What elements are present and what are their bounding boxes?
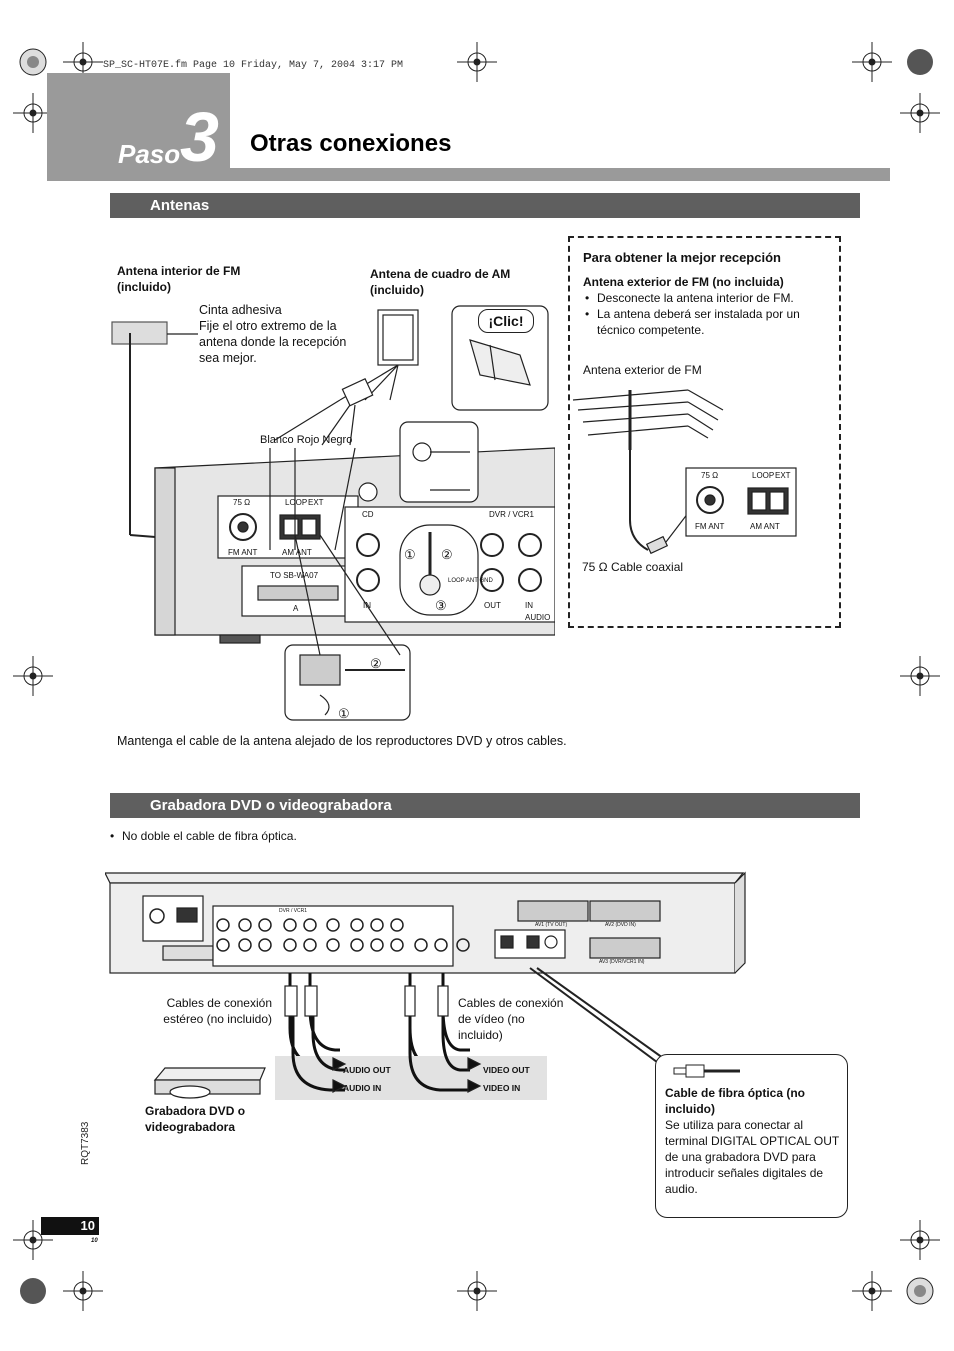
crosshair-mark xyxy=(457,42,497,82)
video-cables-label: Cables de conexión de vídeo (no incluido… xyxy=(458,996,564,1042)
step-circle-2: ② xyxy=(441,547,453,562)
best-reception-box xyxy=(568,236,841,628)
mini-fm-jack xyxy=(696,486,724,514)
audio-out-label: AUDIO OUT xyxy=(343,1065,392,1075)
header-rule xyxy=(230,168,890,181)
wire-strip-inset xyxy=(399,421,479,503)
print-header: SP_SC-HT07E.fm Page 10 Friday, May 7, 20… xyxy=(103,60,404,71)
fiber-optic-callout xyxy=(655,1054,848,1218)
fiber-plug-icon xyxy=(673,1064,740,1078)
fiber-cable-title: Cable de fibra óptica (no incluido) xyxy=(665,1086,806,1116)
ext-label: EXT xyxy=(308,498,324,507)
dvr-vcr1-label: DVR / VCR1 xyxy=(489,510,534,519)
best-reception-list: Desconecte la antena interior de FM. La … xyxy=(583,290,833,338)
to-sb-label: TO SB-WA07 xyxy=(270,571,319,580)
loop-ant-gnd-label: LOOP ANT GND xyxy=(448,578,493,584)
fiber-cable-description: Se utiliza para conectar al terminal DIG… xyxy=(665,1118,840,1196)
am-loop-antenna-label: Antena de cuadro de AM (incluido) xyxy=(370,267,511,297)
tape-label: Cinta adhesiva xyxy=(199,303,282,317)
fm-ant-label: FM ANT xyxy=(228,548,257,557)
cd-label: CD xyxy=(362,510,374,519)
am-loop-clip xyxy=(341,377,374,407)
gnd-screw xyxy=(358,482,378,502)
page-number: 10 xyxy=(41,1217,99,1235)
video-in-label: VIDEO IN xyxy=(483,1083,520,1093)
tape-note: Fije el otro extremo de la antena donde … xyxy=(199,319,347,365)
coax-cable-label: 75 Ω Cable coaxial xyxy=(582,560,684,574)
list-item: La antena deberá ser instalada por un té… xyxy=(583,306,833,338)
crosshair-mark xyxy=(13,93,53,133)
small-page-number: 10 xyxy=(91,1238,98,1244)
crosshair-mark xyxy=(457,1271,497,1311)
in-label-2: IN xyxy=(525,601,533,610)
rca-jacks xyxy=(356,533,542,592)
rear-dvr-vcr1-label: DVR / VCR1 xyxy=(279,908,307,914)
wire-colors-label: Blanco Rojo Negro xyxy=(260,434,353,446)
crosshair-mark xyxy=(900,93,940,133)
outdoor-antenna-label: Antena exterior de FM xyxy=(583,363,702,377)
lever-inset xyxy=(399,524,479,616)
mini-ext-label: EXT xyxy=(775,471,791,480)
loop-label: LOOP xyxy=(285,498,307,507)
scart-av3 xyxy=(589,937,661,959)
a-label: A xyxy=(293,604,299,613)
outdoor-antenna-diagram: 75 Ω LOOP EXT FM ANT AM ANT xyxy=(572,389,797,555)
stereo-cables-label: Cables de conexión estéreo (no incluido) xyxy=(163,996,272,1026)
recorder-connection-diagram: DVR / VCR1 AV1 (TV OUT) AV2 (DVD IN) AV3… xyxy=(105,871,746,1100)
dvd-recorder-illustration xyxy=(153,1067,266,1081)
document-code: RQT7383 xyxy=(80,1121,91,1165)
color-target-mark xyxy=(19,48,934,1305)
mini-ohm75-label: 75 Ω xyxy=(701,471,718,480)
step-circle-3: ③ xyxy=(435,598,447,613)
recorder-bullets: No doble el cable de fibra óptica. xyxy=(108,828,297,844)
step-circle-1b: ① xyxy=(338,706,350,721)
audio-in-label: AUDIO IN xyxy=(343,1083,381,1093)
mini-fm-ant-label: FM ANT xyxy=(695,522,724,531)
rear-av3-label: AV3 (DVR/VCR1 IN) xyxy=(599,959,645,965)
rear-panel-body xyxy=(105,872,745,884)
scart-av2 xyxy=(589,900,661,922)
click-callout: ¡Clic! xyxy=(478,309,534,333)
in-label: IN xyxy=(363,601,371,610)
step-header-block xyxy=(47,73,230,181)
step-circle-2b: ② xyxy=(370,656,382,671)
recorder-device-label: Grabadora DVD o videograbadora xyxy=(145,1104,246,1134)
scart-av1 xyxy=(517,900,589,922)
crosshair-mark xyxy=(900,1220,940,1260)
keep-away-note: Mantenga el cable de la antena alejado d… xyxy=(117,734,567,748)
tape-piece xyxy=(111,321,168,345)
fm-indoor-antenna-label: Antena interior de FM (incluido) xyxy=(117,264,241,294)
crosshair-mark xyxy=(852,1271,892,1311)
ohm75-label: 75 Ω xyxy=(233,498,250,507)
step-circle-1: ① xyxy=(404,547,416,562)
mini-loop-label: LOOP xyxy=(752,471,774,480)
rear-rca-jacks xyxy=(216,918,470,952)
video-out-label: VIDEO OUT xyxy=(483,1065,531,1075)
crosshair-mark xyxy=(852,42,892,82)
crosshair-mark xyxy=(900,656,940,696)
section-heading-antennas: Antenas xyxy=(110,193,860,218)
section-heading-recorder: Grabadora DVD o videograbadora xyxy=(110,793,860,818)
am-loop-frame xyxy=(377,309,419,366)
rear-av1-label: AV1 (TV OUT) xyxy=(535,922,567,928)
page-title: Otras conexiones xyxy=(250,130,452,157)
crosshair-mark xyxy=(13,656,53,696)
rear-av2-label: AV2 (DVD IN) xyxy=(605,922,636,928)
crosshair-mark xyxy=(13,1220,53,1260)
list-item: No doble el cable de fibra óptica. xyxy=(108,828,297,844)
antenna-connection-diagram: 75 Ω LOOP EXT FM ANT AM ANT TO SB-WA07 A… xyxy=(111,305,555,721)
am-ant-label: AM ANT xyxy=(282,548,312,557)
audio-label: AUDIO xyxy=(525,613,550,622)
mini-am-ant-label: AM ANT xyxy=(750,522,780,531)
best-reception-heading: Para obtener la mejor recepción xyxy=(583,250,781,265)
step-number: 3 xyxy=(180,98,219,176)
coax-plug xyxy=(645,535,669,555)
list-item: Desconecte la antena interior de FM. xyxy=(583,290,833,306)
outdoor-fm-subheading: Antena exterior de FM (no incluida) xyxy=(583,275,784,289)
out-label: OUT xyxy=(484,601,501,610)
sb-wa07-connector xyxy=(257,585,339,601)
step-word: Paso xyxy=(118,139,181,169)
crosshair-mark xyxy=(63,1271,103,1311)
